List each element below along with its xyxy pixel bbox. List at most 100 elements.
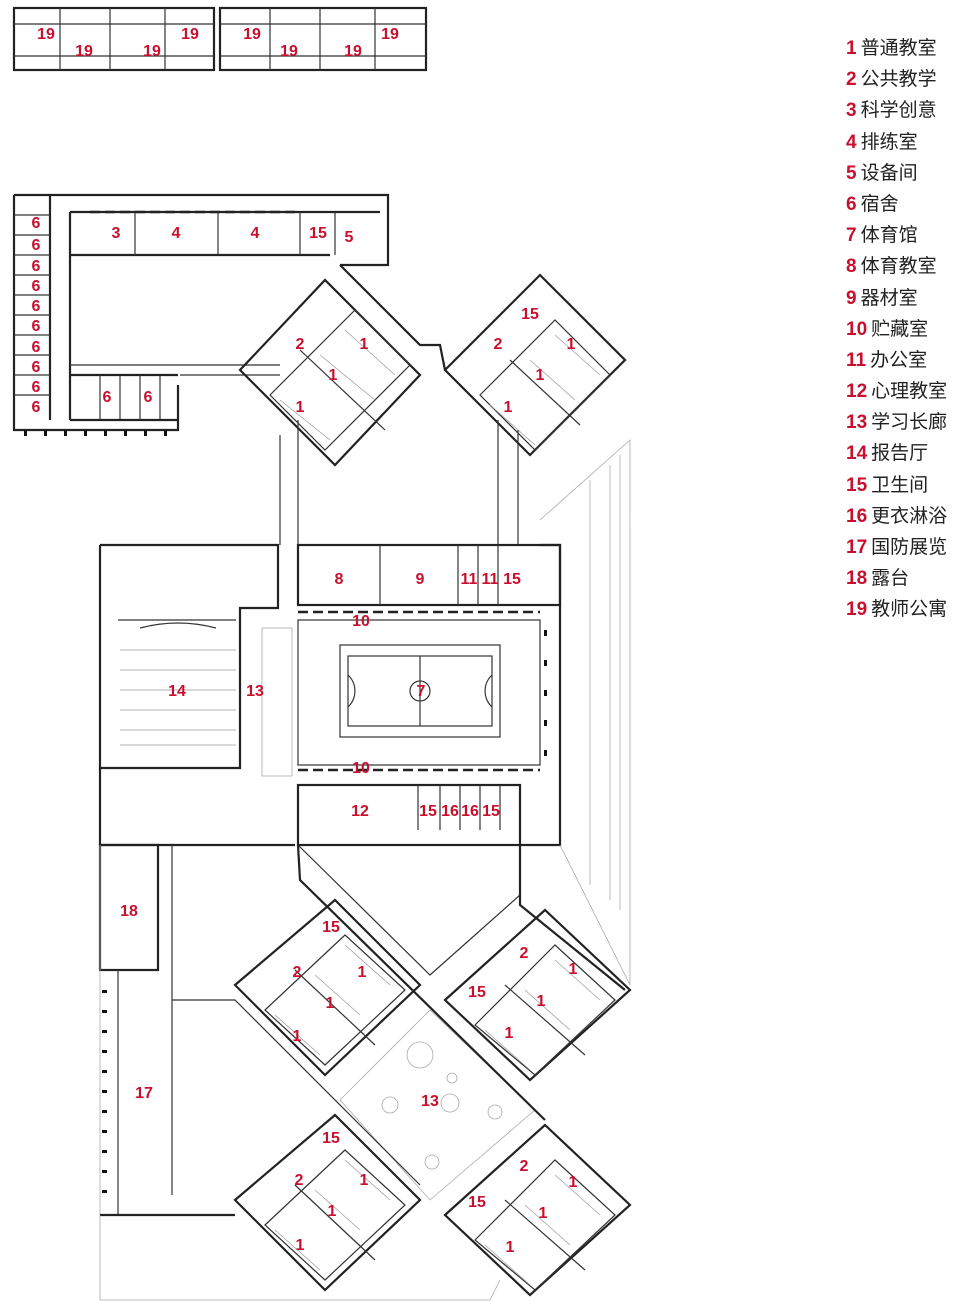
label-restroom: 15 bbox=[419, 803, 437, 820]
label-public-teaching: 2 bbox=[520, 945, 529, 962]
label-classroom: 1 bbox=[329, 367, 338, 384]
label-storage: 10 bbox=[352, 613, 370, 630]
south-gallery bbox=[296, 844, 626, 1201]
label-classroom: 1 bbox=[360, 336, 369, 353]
legend-label: 宿舍 bbox=[860, 192, 899, 215]
label-restroom: 15 bbox=[468, 1194, 486, 1211]
label-classroom: 1 bbox=[296, 399, 305, 416]
legend-number: 18 bbox=[846, 568, 868, 590]
label-office: 11 bbox=[482, 571, 499, 588]
label-learning-gallery: 13 bbox=[421, 1093, 439, 1110]
label-dorm: 6 bbox=[32, 278, 41, 295]
label-classroom: 1 bbox=[537, 993, 546, 1010]
legend-number: 10 bbox=[846, 318, 868, 340]
grandstand bbox=[539, 439, 631, 986]
legend-number: 19 bbox=[846, 599, 868, 621]
label-dorm: 6 bbox=[32, 237, 41, 254]
label-counseling-room: 12 bbox=[351, 803, 369, 820]
sw-cluster-a bbox=[233, 898, 422, 1077]
legend-label: 国防展览 bbox=[871, 536, 948, 558]
sw-cluster-b bbox=[172, 999, 422, 1292]
label-dorm: 6 bbox=[32, 298, 41, 315]
label-public-teaching: 2 bbox=[296, 336, 305, 353]
legend-number: 8 bbox=[846, 256, 857, 278]
label-gymnasium: 7 bbox=[417, 683, 426, 700]
label-equipment-store: 9 bbox=[416, 571, 425, 588]
label-classroom: 1 bbox=[536, 367, 545, 384]
label-classroom: 1 bbox=[539, 1205, 548, 1222]
label-dorm: 6 bbox=[32, 339, 41, 356]
legend-number: 11 bbox=[846, 349, 867, 371]
label-dorm: 6 bbox=[144, 389, 153, 406]
label-classroom: 1 bbox=[569, 1174, 578, 1191]
ne-classroom-cluster bbox=[339, 264, 627, 457]
legend-label: 体育教室 bbox=[860, 255, 937, 278]
legend-label: 办公室 bbox=[870, 348, 928, 371]
label-auditorium: 14 bbox=[168, 683, 186, 700]
se-cluster-b bbox=[443, 1123, 632, 1297]
room-labels: 19 19 19 19 19 19 19 19 3 4 4 15 5 6 6 6… bbox=[32, 26, 578, 1256]
label-pe-classroom: 8 bbox=[335, 571, 344, 588]
legend-label: 科学创意 bbox=[860, 99, 937, 122]
label-public-teaching: 2 bbox=[520, 1158, 529, 1175]
legend-label: 卫生间 bbox=[871, 473, 929, 496]
label-classroom: 1 bbox=[569, 961, 578, 978]
label-restroom: 15 bbox=[322, 919, 340, 936]
label-changing-room: 16 bbox=[461, 803, 479, 820]
label-restroom: 15 bbox=[309, 225, 327, 242]
legend-label: 教师公寓 bbox=[871, 598, 948, 621]
legend-label: 公共教学 bbox=[860, 68, 937, 91]
label-classroom: 1 bbox=[326, 995, 335, 1012]
label-dorm: 6 bbox=[32, 318, 41, 335]
legend-number: 3 bbox=[846, 100, 857, 122]
legend-label: 设备间 bbox=[860, 161, 918, 184]
legend-number: 5 bbox=[846, 162, 857, 184]
label-restroom: 15 bbox=[503, 571, 521, 588]
legend-number: 2 bbox=[846, 69, 857, 91]
legend-number: 9 bbox=[846, 287, 857, 309]
legend-label: 贮藏室 bbox=[871, 317, 929, 340]
label-rehearsal-room: 4 bbox=[251, 225, 260, 242]
label-defense-exhibition: 17 bbox=[135, 1085, 153, 1102]
dorm-block bbox=[12, 195, 280, 432]
label-public-teaching: 2 bbox=[494, 336, 503, 353]
column-grid bbox=[24, 430, 547, 1193]
legend-number: 14 bbox=[846, 443, 868, 465]
legend-number: 6 bbox=[846, 193, 857, 215]
legend-number: 13 bbox=[846, 412, 868, 434]
legend-label: 排练室 bbox=[860, 130, 918, 153]
label-office: 11 bbox=[461, 571, 478, 588]
label-science-room: 3 bbox=[112, 225, 121, 242]
se-cluster-a bbox=[443, 908, 632, 1082]
label-dorm: 6 bbox=[32, 399, 41, 416]
label-classroom: 1 bbox=[505, 1025, 514, 1042]
legend-label: 学习长廊 bbox=[871, 411, 948, 434]
label-teacher-apartment: 19 bbox=[75, 43, 93, 60]
label-teacher-apartment: 19 bbox=[344, 43, 362, 60]
label-rehearsal-room: 4 bbox=[172, 225, 181, 242]
legend-number: 4 bbox=[846, 131, 857, 153]
label-dorm: 6 bbox=[32, 359, 41, 376]
label-dorm: 6 bbox=[32, 379, 41, 396]
label-teacher-apartment: 19 bbox=[143, 43, 161, 60]
legend-number: 7 bbox=[846, 225, 857, 247]
legend-label: 露台 bbox=[871, 567, 910, 590]
legend-label: 体育馆 bbox=[860, 224, 918, 247]
west-wing bbox=[98, 843, 501, 1301]
